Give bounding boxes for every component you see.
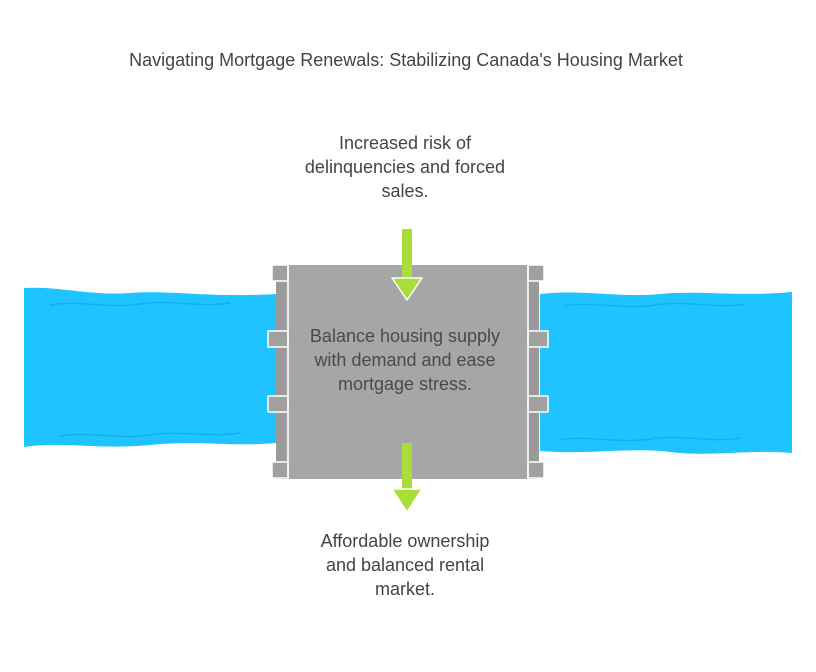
input-arrow — [391, 229, 423, 301]
dam-right-blocks — [527, 264, 549, 479]
river-right — [540, 292, 792, 454]
river-right-wave — [564, 302, 746, 308]
dam-label: Balance housing supply with demand and e… — [309, 326, 501, 394]
river-right-wave — [559, 436, 741, 442]
dam-right-wall — [529, 265, 539, 479]
output-label: Affordable ownership and balanced rental… — [320, 531, 490, 599]
river-left-wave — [59, 432, 241, 438]
diagram-title: Navigating Mortgage Renewals: Stabilizin… — [129, 50, 683, 70]
output-arrow — [391, 443, 423, 513]
river-left — [24, 287, 276, 447]
river-left-wave — [49, 301, 231, 307]
dam-left-blocks — [267, 264, 289, 479]
input-label: Increased risk of delinquencies and forc… — [304, 133, 506, 201]
dam-left-wall — [276, 265, 286, 479]
